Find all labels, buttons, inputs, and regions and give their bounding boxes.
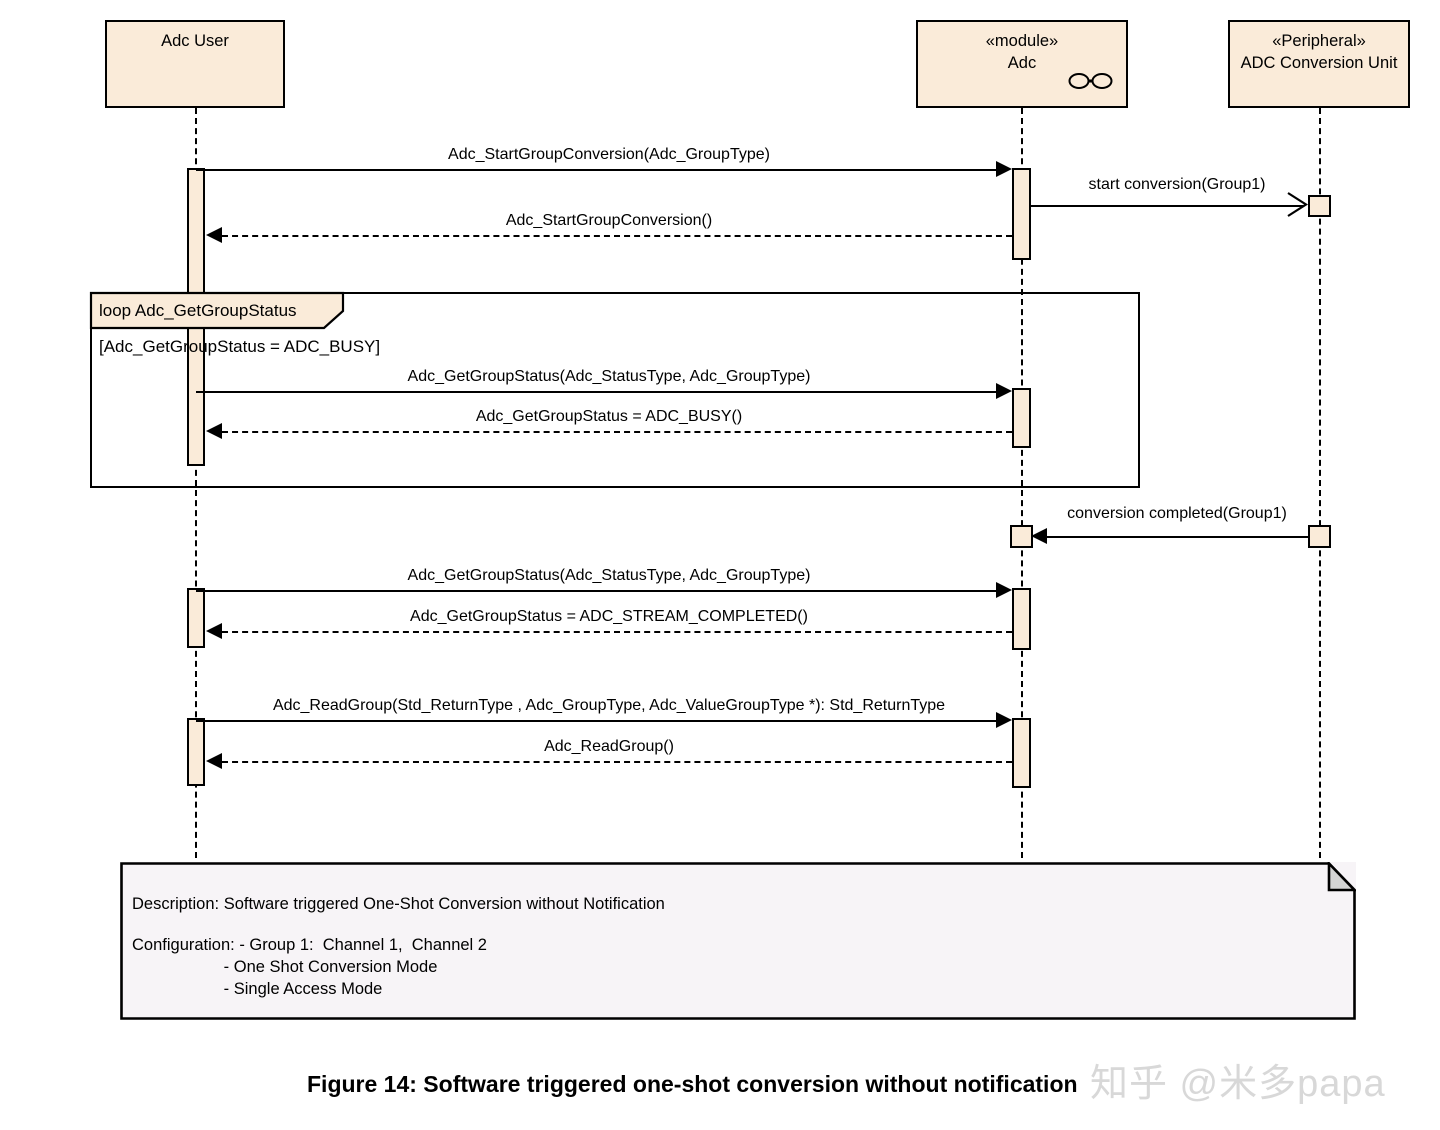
message-arrowhead-9 — [206, 753, 222, 769]
message-label-7: Adc_GetGroupStatus = ADC_STREAM_COMPLETE… — [410, 608, 808, 625]
activation-adc-module-2 — [1012, 388, 1031, 448]
message-arrowhead-1 — [1287, 192, 1309, 217]
lifeline-head-adc-conversion-unit[interactable]: «Peripheral» ADC Conversion Unit — [1228, 20, 1410, 108]
fragment-loop — [90, 292, 1140, 488]
lifeline-head-adc-module[interactable]: «module» Adc — [916, 20, 1128, 108]
message-line-8 — [196, 720, 1006, 722]
message-label-6: Adc_GetGroupStatus(Adc_StatusType, Adc_G… — [407, 567, 811, 584]
activation-adc-module-4 — [1012, 588, 1031, 650]
message-arrowhead-6 — [996, 582, 1012, 598]
message-line-7 — [222, 631, 1012, 633]
activation-peripheral-2 — [1308, 525, 1331, 548]
lifeline-head-adc-conversion-unit-stereotype: «Peripheral» — [1272, 32, 1366, 50]
component-icon — [1068, 73, 1113, 89]
figure-caption: Figure 14: Software triggered one-shot c… — [307, 1071, 1078, 1097]
watermark: 知乎 @米多papa — [1090, 1063, 1386, 1105]
message-line-0 — [196, 169, 1006, 171]
activation-adc-user-3 — [187, 718, 205, 786]
message-line-2 — [222, 235, 1012, 237]
message-arrowhead-0 — [996, 161, 1012, 177]
fragment-loop-tag-shape — [89, 291, 345, 330]
message-line-9 — [222, 761, 1012, 763]
lifeline-head-adc-module-stereotype: «module» — [985, 32, 1059, 50]
message-line-4 — [222, 431, 1012, 433]
message-label-0: Adc_StartGroupConversion(Adc_GroupType) — [448, 146, 770, 163]
note-line-mode-one-shot: - One Shot Conversion Mode — [132, 958, 438, 976]
lifeline-line-adc-module — [1021, 108, 1023, 868]
lifeline-head-adc-module-name: Adc — [1007, 54, 1037, 73]
note-line-description: Description: Software triggered One-Shot… — [132, 895, 665, 913]
lifeline-line-adc-user — [195, 108, 197, 868]
activation-adc-module-3 — [1010, 525, 1033, 548]
message-label-9: Adc_ReadGroup() — [544, 738, 674, 755]
fragment-loop-operator-label: loop Adc_GetGroupStatus — [99, 301, 297, 320]
message-arrowhead-7 — [206, 623, 222, 639]
message-label-3: Adc_GetGroupStatus(Adc_StatusType, Adc_G… — [407, 368, 811, 385]
activation-peripheral-1 — [1308, 195, 1331, 217]
message-arrowhead-3 — [996, 383, 1012, 399]
message-arrowhead-5 — [1031, 528, 1047, 544]
message-line-3 — [196, 391, 1006, 393]
note-line-configuration: Configuration: - Group 1: Channel 1, Cha… — [132, 936, 487, 954]
lifeline-head-adc-user-name: Adc User — [161, 32, 229, 50]
message-label-1: start conversion(Group1) — [1088, 176, 1266, 193]
note-box — [120, 862, 1356, 1020]
activation-adc-module-5 — [1012, 718, 1031, 788]
message-line-5 — [1046, 536, 1308, 538]
activation-adc-user-2 — [187, 588, 205, 648]
message-line-1 — [1031, 205, 1303, 207]
note-line-mode-single-access: - Single Access Mode — [132, 980, 383, 998]
message-arrowhead-2 — [206, 227, 222, 243]
message-label-8: Adc_ReadGroup(Std_ReturnType , Adc_Group… — [272, 697, 946, 714]
message-arrowhead-4 — [206, 423, 222, 439]
lifeline-head-adc-conversion-unit-name: ADC Conversion Unit — [1240, 54, 1398, 73]
lifeline-line-adc-conversion-unit — [1319, 108, 1321, 868]
fragment-loop-guard: [Adc_GetGroupStatus = ADC_BUSY] — [99, 337, 381, 356]
message-arrowhead-8 — [996, 712, 1012, 728]
activation-adc-module-1 — [1012, 168, 1031, 260]
message-line-6 — [196, 590, 1006, 592]
lifeline-head-adc-user[interactable]: Adc User — [105, 20, 285, 108]
message-label-5: conversion completed(Group1) — [1067, 505, 1287, 522]
message-label-4: Adc_GetGroupStatus = ADC_BUSY() — [475, 408, 743, 425]
message-label-2: Adc_StartGroupConversion() — [505, 212, 713, 229]
